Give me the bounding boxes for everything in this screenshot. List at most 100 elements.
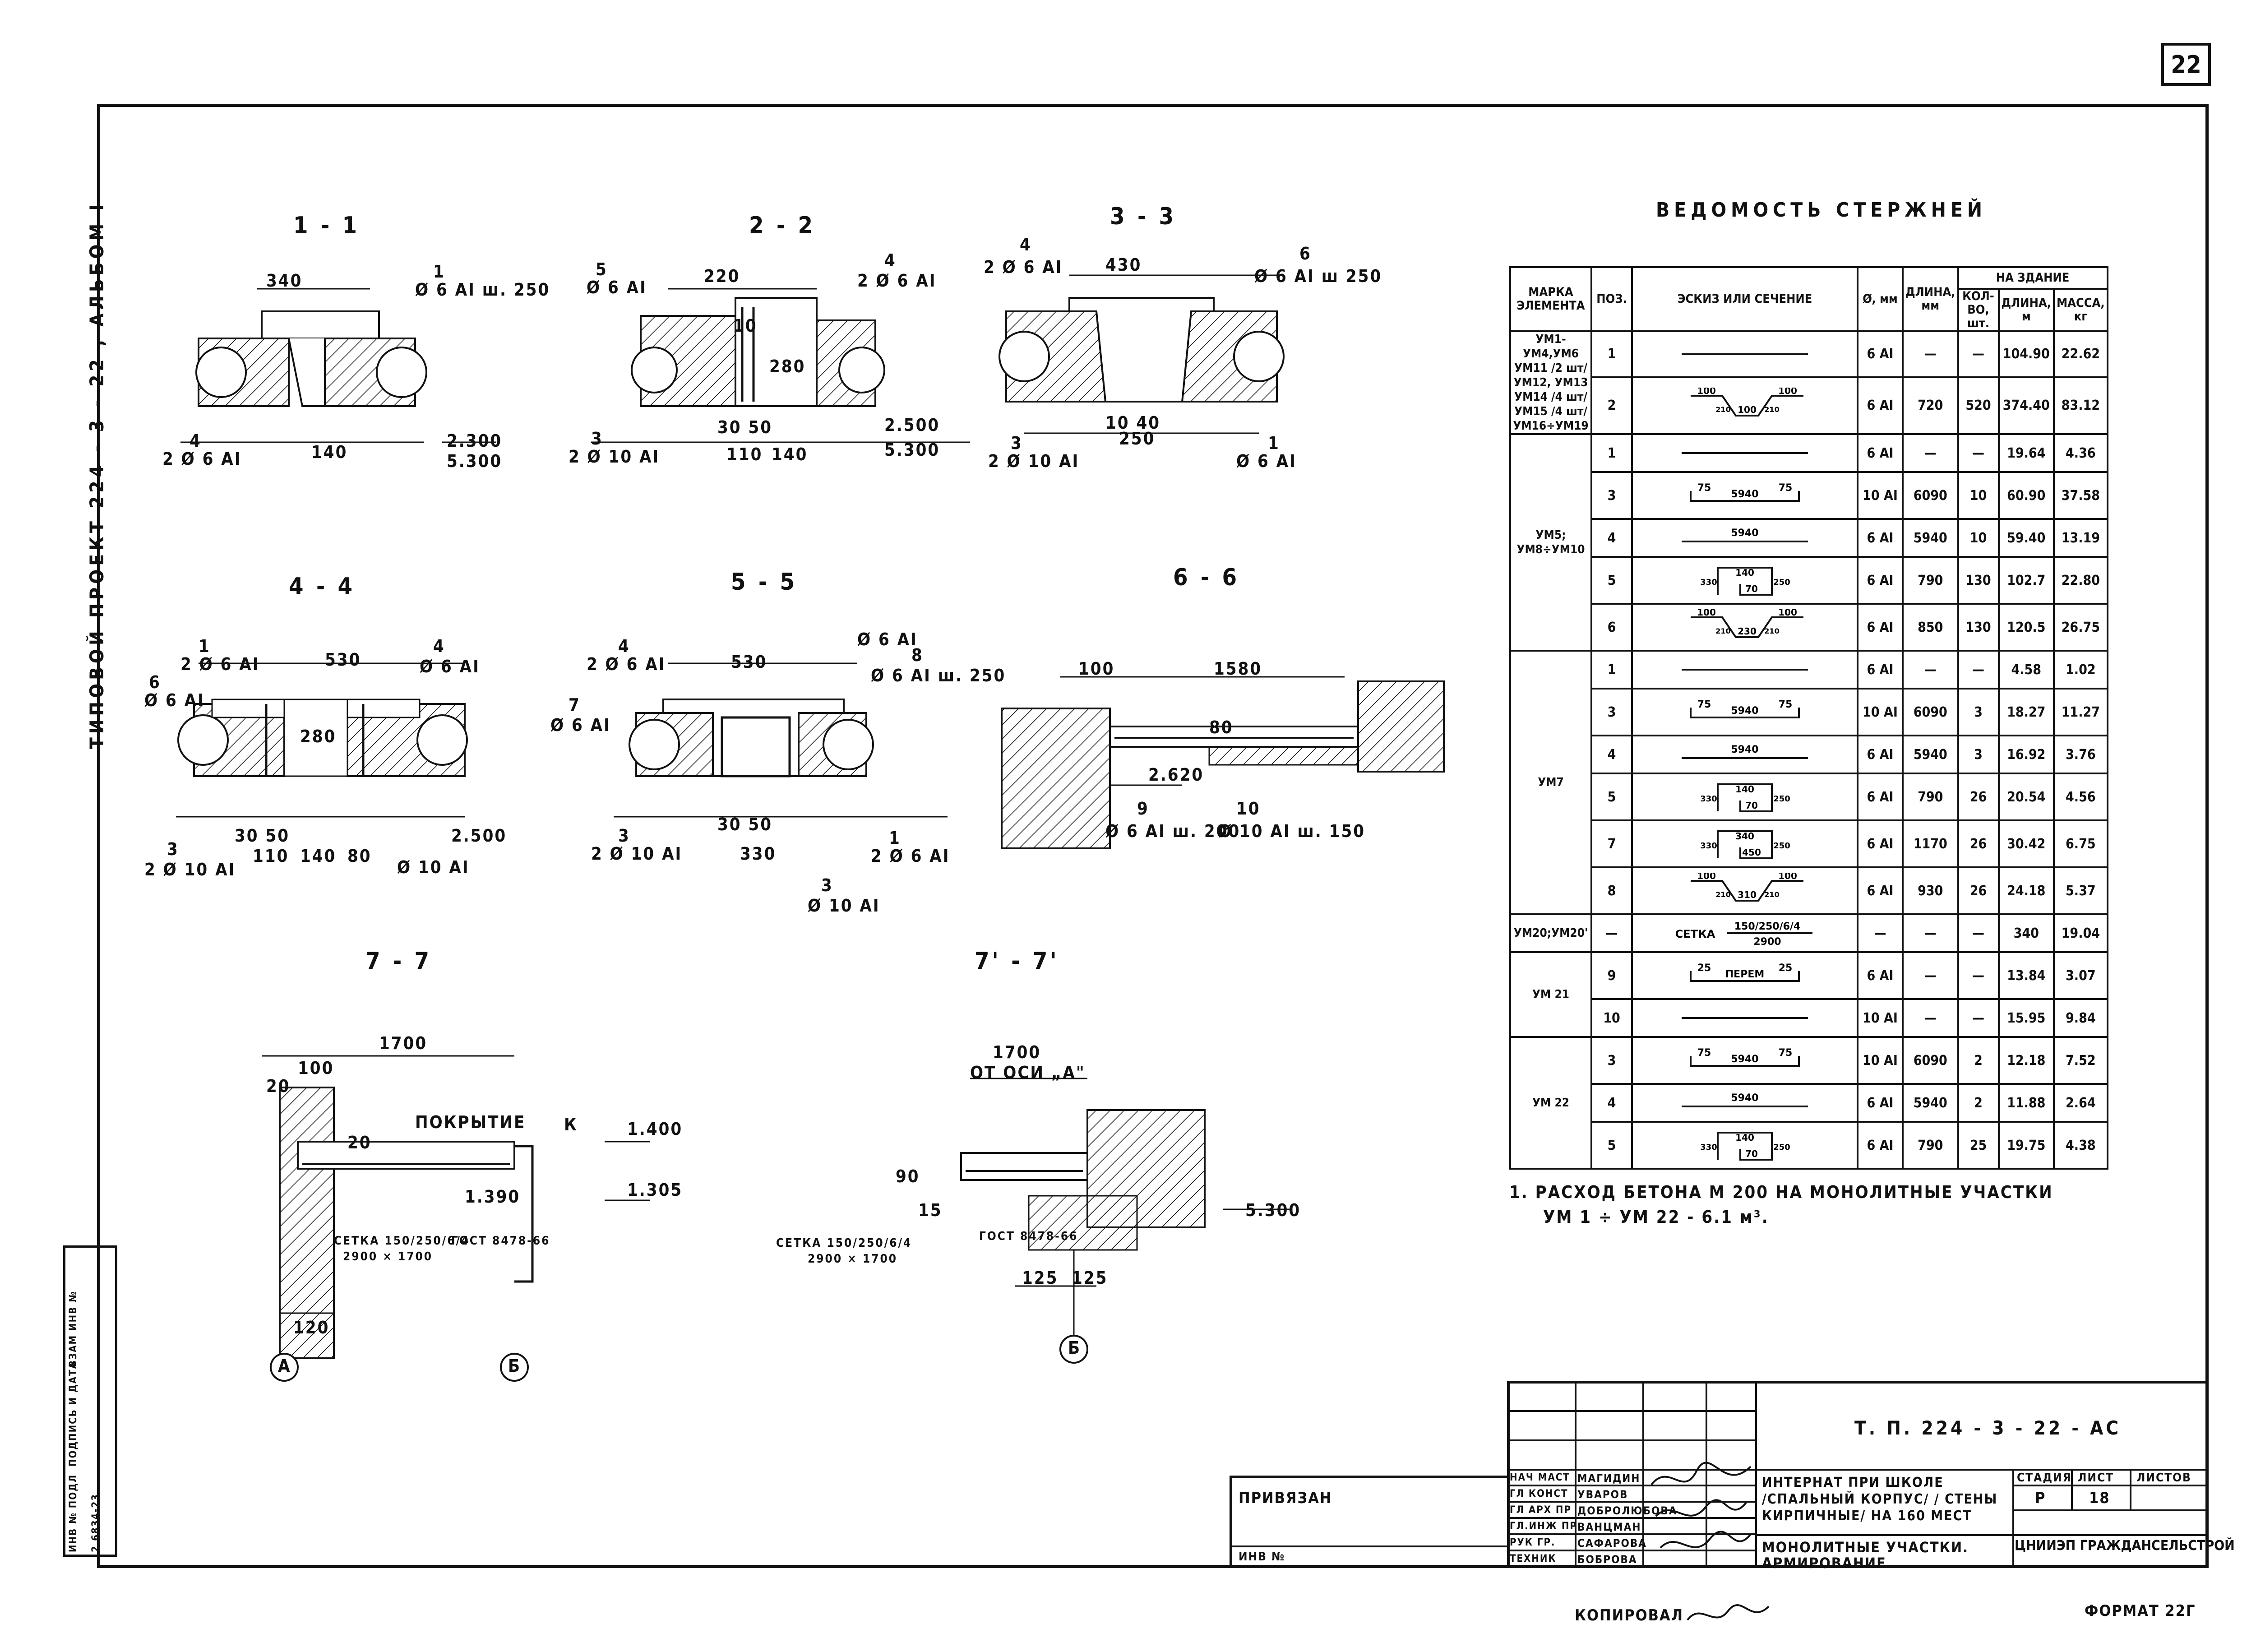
role-label: РУК ГР. bbox=[1510, 1537, 1556, 1548]
s77-mesh-size: 2900 × 1700 bbox=[343, 1250, 433, 1263]
position: 4 bbox=[1590, 735, 1633, 774]
s77p-mesh-label: СЕТКА 150/250/6/4 bbox=[776, 1236, 912, 1250]
s66-rebar-d6-200: Ø 6 AI ш. 200 bbox=[1105, 821, 1241, 841]
mass: 5.37 bbox=[2053, 866, 2108, 915]
sketch-label: 210 bbox=[1715, 405, 1730, 414]
s77-mesh-label: СЕТКА 150/250/6/4 bbox=[334, 1234, 470, 1248]
s33-pos-3: 3 bbox=[1011, 433, 1023, 453]
rebar-sketch: 5940 bbox=[1682, 1092, 1808, 1107]
role-label: ТЕХНИК bbox=[1510, 1553, 1557, 1564]
position: 1 bbox=[1590, 330, 1633, 378]
s44-rebar-2d10: 2 Ø 10 AI bbox=[144, 860, 236, 879]
bar-length: 5940 bbox=[1902, 1083, 1959, 1123]
s22-rebar-d6: Ø 6 AI bbox=[587, 278, 647, 297]
position: 1 bbox=[1590, 650, 1633, 689]
total-length: 15.95 bbox=[1997, 998, 2055, 1038]
s77p-gost: ГОСТ 8478-66 bbox=[979, 1230, 1078, 1243]
sketch-label: 310 bbox=[1738, 889, 1757, 900]
sketch-label: 250 bbox=[1773, 578, 1790, 587]
role-label: НАЧ МАСТ bbox=[1510, 1472, 1570, 1483]
section-title-5-5: 5 - 5 bbox=[731, 569, 798, 596]
copier-signature bbox=[1687, 1604, 1770, 1621]
sketch-label: 330 bbox=[1700, 1143, 1717, 1152]
element-mark: УМ 21 bbox=[1509, 951, 1592, 1038]
diameter: 6 AI bbox=[1857, 603, 1904, 652]
bar-length: — bbox=[1902, 913, 1959, 953]
organization: ЦНИИЭП ГРАЖДАНСЕЛЬСТРОЙ bbox=[2015, 1538, 2235, 1554]
position: 7 bbox=[1590, 819, 1633, 868]
sketch-label: 330 bbox=[1700, 578, 1717, 587]
bar-length: 790 bbox=[1902, 773, 1959, 821]
role-label: ГЛ КОНСТ bbox=[1510, 1488, 1568, 1499]
sheet-name-line-1: МОНОЛИТНЫЕ УЧАСТКИ. bbox=[1762, 1539, 1969, 1556]
mass: 22.80 bbox=[2053, 556, 2108, 605]
mass: 83.12 bbox=[2053, 376, 2108, 435]
axis-a-label: A bbox=[278, 1356, 291, 1376]
col-length: ДЛИНА, мм bbox=[1902, 266, 1959, 332]
mass: 37.58 bbox=[2053, 471, 2108, 520]
s22-dim-280: 280 bbox=[769, 356, 806, 376]
s44-pos-3: 3 bbox=[167, 839, 179, 859]
diameter: 6 AI bbox=[1857, 951, 1904, 1000]
s77-dim-20: 20 bbox=[266, 1076, 291, 1096]
diameter: 6 AI bbox=[1857, 735, 1904, 774]
sketch-label: 140 bbox=[1735, 567, 1754, 578]
s11-pos-4: 4 bbox=[190, 431, 202, 451]
s22-pos-4: 4 bbox=[884, 250, 897, 270]
s77p-mesh-size: 2900 × 1700 bbox=[808, 1252, 898, 1266]
s22-rebar-2d6: 2 Ø 6 AI bbox=[857, 271, 937, 291]
bar-length: 5940 bbox=[1902, 518, 1959, 558]
project-line-2: /СПАЛЬНЫЙ КОРПУС/ / СТЕНЫ bbox=[1762, 1491, 1998, 1507]
sketch-label: 5940 bbox=[1731, 528, 1758, 539]
position: 9 bbox=[1590, 951, 1633, 1000]
sketch-label: 210 bbox=[1715, 890, 1730, 899]
s44-pos-4: 4 bbox=[433, 636, 445, 656]
diameter: 10 AI bbox=[1857, 471, 1904, 520]
sketch-label: 250 bbox=[1773, 794, 1790, 804]
mass: 9.84 bbox=[2053, 998, 2108, 1038]
quantity: 2 bbox=[1957, 1083, 2000, 1123]
s77-dim-100: 100 bbox=[298, 1058, 334, 1078]
rebar-sketch: 5940 bbox=[1682, 744, 1808, 759]
s33-pos-4: 4 bbox=[1020, 235, 1032, 255]
total-length: 30.42 bbox=[1997, 819, 2055, 868]
quantity: — bbox=[1957, 951, 2000, 1000]
schedule-title: ВЕДОМОСТЬ СТЕРЖНЕЙ bbox=[1656, 199, 1987, 222]
s77-dim-120: 120 bbox=[293, 1318, 330, 1337]
position: 4 bbox=[1590, 1083, 1633, 1123]
s77p-dim-15: 15 bbox=[918, 1200, 943, 1220]
rebar-sketch bbox=[1682, 669, 1808, 671]
s11-level-5300: 5.300 bbox=[447, 451, 503, 471]
axis-b-label-77: Б bbox=[508, 1356, 522, 1376]
mass: 7.52 bbox=[2053, 1036, 2108, 1085]
s22-dim-220: 220 bbox=[704, 266, 740, 286]
section-title-7p-7p: 7' - 7' bbox=[975, 948, 1059, 975]
col-sketch: ЭСКИЗ ИЛИ СЕЧЕНИЕ bbox=[1631, 266, 1858, 332]
s55-pos-7: 7 bbox=[569, 695, 581, 715]
s33-rebar-2d6: 2 Ø 6 AI bbox=[984, 257, 1063, 277]
bar-length: 790 bbox=[1902, 1121, 1959, 1170]
total-length: 19.75 bbox=[1997, 1121, 2055, 1170]
bar-length: 6090 bbox=[1902, 471, 1959, 520]
s55-rebar-2d6-bottom: 2 Ø 6 AI bbox=[871, 846, 950, 866]
s11-level-2300: 2.300 bbox=[447, 431, 503, 451]
s44-pos-6: 6 bbox=[149, 672, 161, 692]
bar-length: 930 bbox=[1902, 866, 1959, 915]
s77-dim-20b: 20 bbox=[347, 1133, 372, 1152]
sheets-label: ЛИСТОВ bbox=[2136, 1471, 2191, 1485]
s55-pos-3b: 3 bbox=[821, 875, 833, 895]
s66-dim-80: 80 bbox=[1209, 717, 1234, 737]
s77-label-k: К bbox=[564, 1115, 578, 1134]
